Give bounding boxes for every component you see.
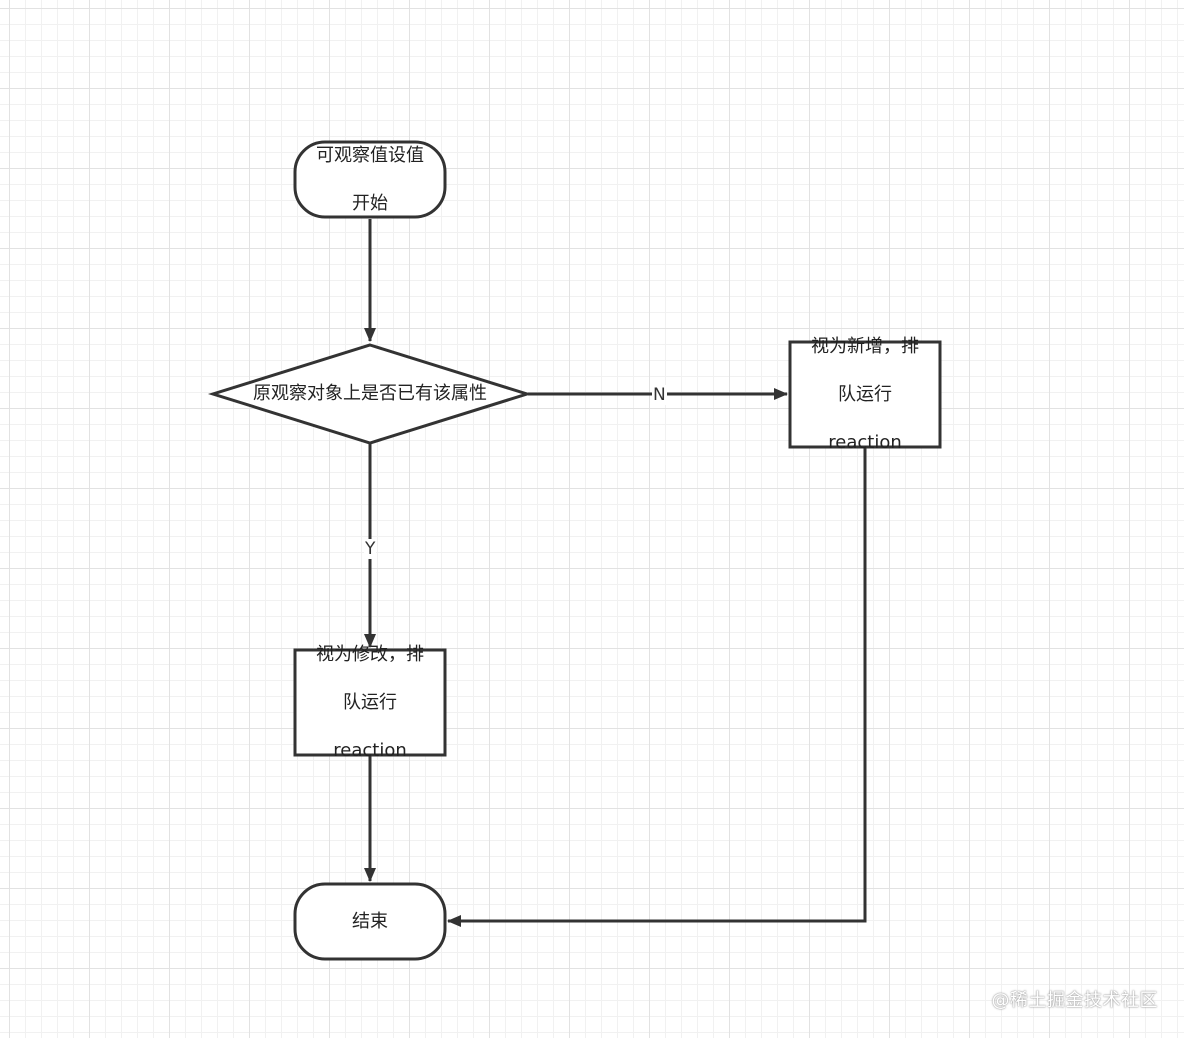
edge-label-no: N bbox=[652, 385, 667, 405]
add-process-box bbox=[788, 340, 942, 449]
watermark: @稀土掘金技术社区 bbox=[991, 990, 1158, 1011]
start-label-line2: 开始 bbox=[352, 192, 388, 214]
start-terminal bbox=[293, 140, 447, 219]
start-label: 可观察值设值 开始 bbox=[297, 144, 443, 215]
end-label: 结束 bbox=[297, 886, 443, 957]
modify-label-line1: 视为修改，排 bbox=[316, 643, 424, 665]
add-label-line3: reaction bbox=[828, 431, 902, 453]
decision-diamond bbox=[207, 343, 533, 445]
modify-label: 视为修改，排 队运行 reaction bbox=[297, 644, 443, 761]
add-label: 视为新增，排 队运行 reaction bbox=[792, 336, 938, 453]
end-text: 结束 bbox=[352, 910, 388, 932]
modify-process-box bbox=[293, 648, 447, 757]
decision-label: 原观察对象上是否已有该属性 bbox=[230, 380, 510, 408]
modify-label-line3: reaction bbox=[333, 739, 407, 761]
decision-text: 原观察对象上是否已有该属性 bbox=[253, 383, 487, 404]
end-terminal bbox=[293, 882, 447, 961]
add-label-line1: 视为新增，排 bbox=[811, 335, 919, 357]
modify-label-line2: 队运行 bbox=[343, 691, 397, 713]
edge-label-yes: Y bbox=[364, 539, 377, 559]
start-label-line1: 可观察值设值 bbox=[316, 144, 424, 166]
add-label-line2: 队运行 bbox=[838, 383, 892, 405]
edge-add-to-end bbox=[447, 448, 867, 927]
